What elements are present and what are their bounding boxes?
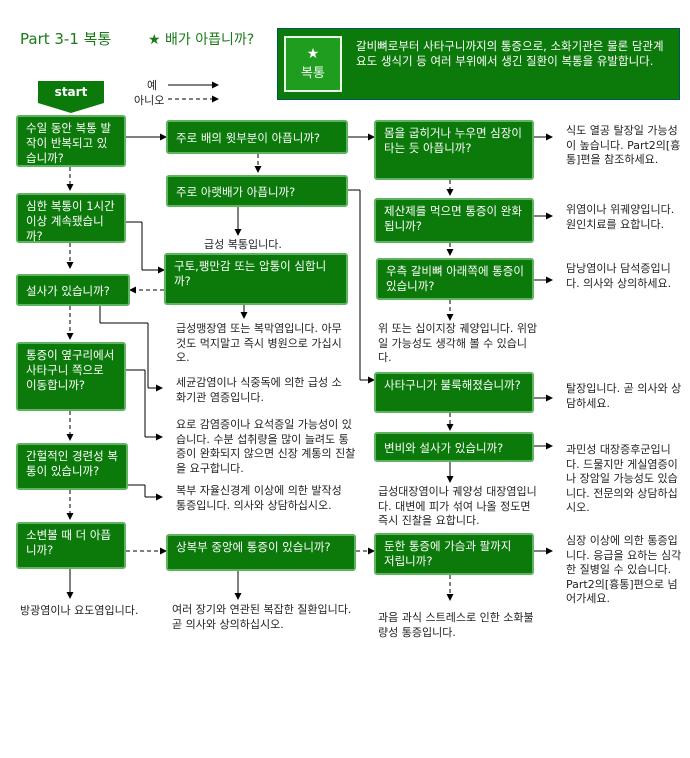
result-acute-pain: 급성 복통입니다. [204,238,282,251]
result-urinary-stone: 요로 감염증이나 요석증일 가능성이 있습니다. 수분 섭취량을 많이 늘려도 … [176,418,356,475]
question-constipation-diarrhea: 변비와 설사가 있습니까? [374,432,534,462]
question-painful-urination: 소변볼 때 더 아픕니까? [16,522,126,569]
legend-yes-label: 예 [147,79,158,92]
start-label: start [38,81,104,103]
question-cramping-pain: 간헐적인 경련성 복통이 있습니까? [16,443,128,490]
result-gastritis-ulcer: 위염이나 위궤양입니다. 원인치료를 요합니다. [566,203,675,231]
intro-box: ★ 복통 갈비뼈로부터 사타구니까지의 통증으로, 소화기관은 물론 담관계 요… [277,28,680,100]
result-cardiac: 심장 이상에 의한 통증입니다. 응급을 요하는 심각한 질병일 수 있습니다.… [566,534,682,605]
question-upper-abdomen: 주로 배의 윗부분이 아픕니까? [166,120,348,154]
question-diarrhea: 설사가 있습니까? [16,274,130,306]
question-recurring-attacks: 수일 동안 복통 발작이 반복되고 있습니까? [16,115,126,167]
result-appendicitis: 급성맹장염 또는 복막염입니다. 아무것도 먹지말고 즉시 병원으로 가십시오. [176,322,342,364]
result-gallbladder: 담낭염이나 담석증입니다. 의사와 상의하세요. [566,262,672,290]
section-badge-label: 복통 [301,66,325,81]
intro-text: 갈비뼈로부터 사타구니까지의 통증으로, 소화기관은 물론 담관계 요도 생식기… [356,39,664,68]
result-peptic-ulcer: 위 또는 십이지장 궤양입니다. 위암일 가능성도 생각해 볼 수 있습니다. [378,322,538,364]
result-ibs: 과민성 대장증후군입니다. 드물지만 게실염증이나 장암일 가능성도 있습니다.… [566,443,678,514]
question-severe-pain-hour: 심한 복통이 1시간 이상 계속됐습니까? [16,193,126,243]
question-groin-bulge: 사타구니가 불룩해졌습니까? [374,372,534,413]
question-vomiting-bloating: 구토,팽만감 또는 압통이 심합니까? [164,253,348,305]
result-autonomic: 복부 자율신경계 이상에 의한 발작성 통증입니다. 의사와 상담하십시오. [176,484,342,512]
result-colitis: 급성대장염이나 궤양성 대장염입니다. 대변에 피가 섞여 나올 정도면 즉시 … [378,485,537,527]
page-title: Part 3-1 복통 [20,30,112,48]
star-icon: ★ [306,46,320,62]
legend-no-label: 아니오 [134,94,165,107]
result-complex-disease: 여러 장기와 연관된 복잡한 질환입니다. 곧 의사와 상의하십시오. [172,603,352,631]
question-lower-abdomen: 주로 아랫배가 아픕니까? [166,175,348,207]
question-chest-arm-numb: 둔한 통증에 가슴과 팔까지 저립니까? [374,533,534,575]
result-infection: 세균감염이나 식중독에 의한 급성 소화기관 염증입니다. [176,376,342,404]
start-arrow-icon [38,103,104,113]
question-epigastric-pain: 상복부 중앙에 통증이 있습니까? [166,534,356,571]
question-right-rib-pain: 우측 갈비뼈 아래쪽에 통증이 있습니까? [376,258,534,300]
result-hernia: 탈장입니다. 곧 의사와 상담하세요. [566,382,682,410]
page-subtitle: ★ 배가 아픕니까? [148,32,255,48]
result-cystitis: 방광염이나 요도염입니다. [20,604,139,617]
question-antacid-relief: 제산제를 먹으면 통증이 완화됩니까? [374,198,534,243]
result-indigestion: 과음 과식 스트레스로 인한 소화불량성 통증입니다. [378,611,534,639]
section-badge: ★ 복통 [284,36,342,92]
question-flank-to-groin: 통증이 옆구리에서 사타구니 쪽으로 이동합니까? [16,342,126,411]
question-heartburn-posture: 몸을 굽히거나 누우면 심장이 타는 듯 아픕니까? [374,120,534,180]
result-hiatal-hernia: 식도 열공 탈장일 가능성이 높습니다. Part2의[흉통]편을 참조하세요. [566,124,681,166]
